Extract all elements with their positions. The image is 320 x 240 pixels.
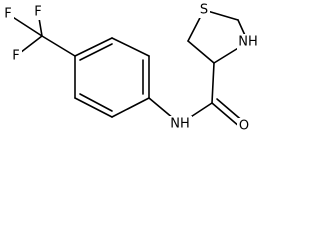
bond-ring-1	[74, 37, 113, 57]
bond-cf3-ring	[41, 35, 76, 57]
atom-f1-label: F	[4, 7, 11, 22]
atom-f3: F	[10, 48, 22, 64]
atom-f1: F	[2, 6, 14, 22]
bond-ring-4	[111, 97, 150, 118]
atom-s: S	[198, 2, 210, 18]
bond-ring-5-inner	[79, 93, 113, 112]
atom-s-label: S	[200, 3, 208, 18]
atom-labels: F F F S NH NH O	[2, 2, 260, 134]
bond-ring-2	[111, 37, 150, 57]
atom-f2: F	[32, 4, 44, 20]
atom-o-label: O	[239, 119, 249, 134]
atom-f3-label: F	[12, 49, 19, 64]
molecule-structure: F F F S NH NH O	[2, 2, 260, 134]
bond-carbonyl-o-1	[211, 102, 241, 128]
bond-layer	[7, 9, 249, 128]
atom-o: O	[237, 118, 251, 134]
atom-nh-ring-label: NH	[238, 35, 258, 50]
atom-f2-label: F	[34, 5, 41, 20]
bond-c4-c5	[187, 40, 215, 64]
bond-carbonyl-c4	[211, 62, 215, 104]
atom-nh-amide-label: NH	[170, 117, 190, 132]
bond-ring-5	[74, 97, 113, 118]
atom-nh-ring: NH	[237, 34, 260, 50]
bond-ring-1-inner	[79, 43, 113, 61]
atom-nh-amide: NH	[168, 116, 192, 132]
